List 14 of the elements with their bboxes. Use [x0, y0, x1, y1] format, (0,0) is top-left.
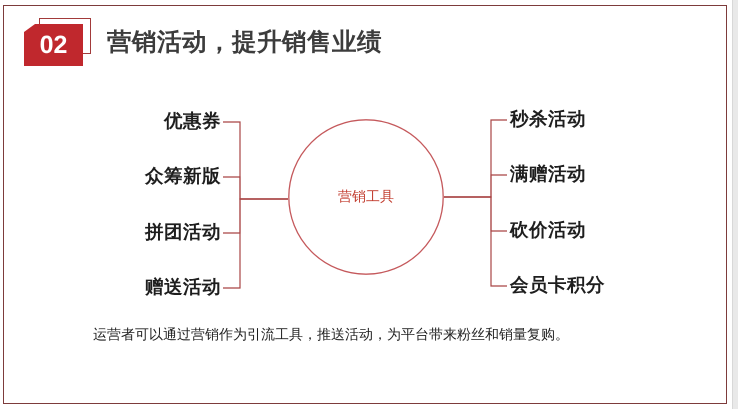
number-badge: 02 [24, 24, 83, 66]
bracket-connector [223, 198, 288, 289]
title: 营销活动，提升销售业绩 [107, 27, 382, 57]
branch-label: 赠送活动 [145, 277, 221, 299]
branch-label: 满赠活动 [510, 164, 586, 186]
branch-label: 优惠券 [164, 111, 221, 133]
branch-label: 秒杀活动 [510, 109, 586, 131]
bracket-connector [444, 196, 507, 287]
center-circle: 营销工具 [288, 119, 444, 275]
branch-label: 砍价活动 [510, 220, 586, 242]
branch-label: 拼团活动 [145, 222, 221, 244]
branch-label: 会员卡积分 [510, 275, 605, 297]
note-text: 运营者可以通过营销作为引流工具，推送活动，为平台带来粉丝和销量复购。 [93, 326, 569, 344]
branch-label: 众筹新版 [145, 166, 221, 188]
